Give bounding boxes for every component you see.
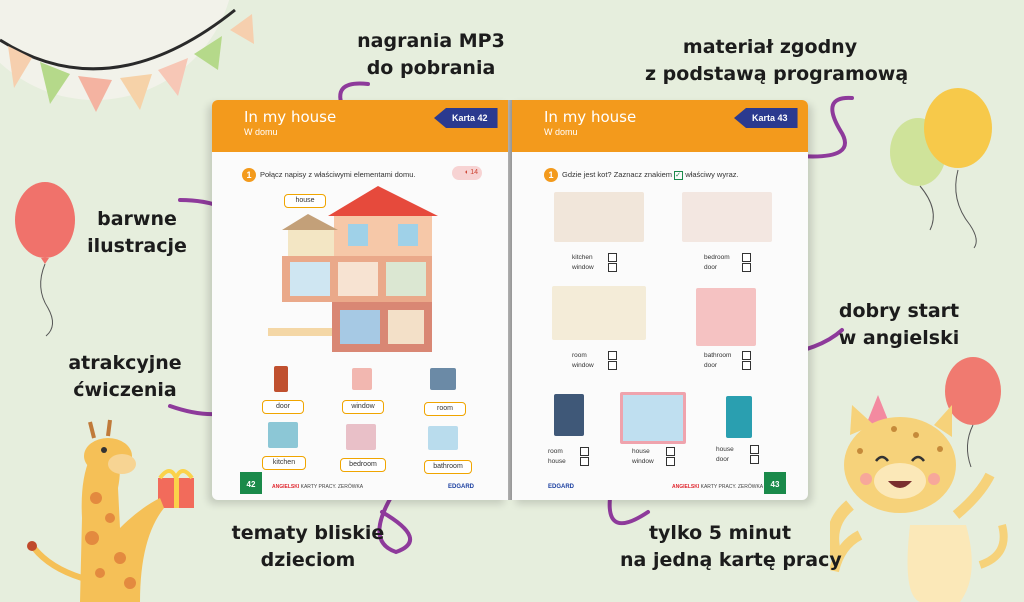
label-door[interactable]: door <box>262 400 304 414</box>
right-exercise-number: 1 <box>544 168 558 182</box>
right-page-subtitle: W domu <box>544 127 578 137</box>
workbook: In my house W domu Karta 42 1 Połącz nap… <box>212 100 812 500</box>
left-instruction: Połącz napisy z właściwymi elementami do… <box>260 170 416 179</box>
left-page-number: 42 <box>240 472 262 494</box>
right-page: In my house W domu Karta 43 1 Gdzie jest… <box>512 100 808 500</box>
pair6-word2: window <box>632 458 654 465</box>
house-scene <box>554 394 584 436</box>
audio-track-badge[interactable]: ◖ 14 <box>452 166 482 180</box>
balloons-right-top <box>890 88 992 249</box>
pair6-checkbox2[interactable] <box>666 457 675 466</box>
right-footer: ANGIELSKI KARTY PRACY. ZERÓWKA <box>672 484 764 490</box>
pair1-checkbox1[interactable] <box>608 253 617 262</box>
pair5-word1: room <box>548 448 563 455</box>
pair6-checkbox1[interactable] <box>666 447 675 456</box>
pair6-word1: house <box>632 448 650 455</box>
kitchen-scene <box>554 192 644 242</box>
pair4-checkbox1[interactable] <box>742 351 751 360</box>
room-thumbnail <box>430 368 456 390</box>
right-brand: EDGARD <box>548 484 575 490</box>
speaker-icon: ◖ <box>464 169 471 176</box>
left-page: In my house W domu Karta 42 1 Połącz nap… <box>212 100 508 500</box>
pair3-word1: room <box>572 352 587 359</box>
label-kitchen[interactable]: kitchen <box>262 456 306 470</box>
audio-track-number: 14 <box>470 169 478 176</box>
bedroom-thumbnail <box>346 424 376 450</box>
giraffe-illustration <box>27 419 194 602</box>
pair3-checkbox2[interactable] <box>608 361 617 370</box>
pair2-checkbox2[interactable] <box>742 263 751 272</box>
balloon-left <box>15 182 75 337</box>
right-karta-badge: Karta 43 <box>734 108 798 128</box>
pair5-checkbox1[interactable] <box>580 447 589 456</box>
label-bathroom[interactable]: bathroom <box>424 460 472 474</box>
kitchen-thumbnail <box>268 422 298 448</box>
pair5-checkbox2[interactable] <box>580 457 589 466</box>
pair5-word2: house <box>548 458 566 465</box>
bedroom-scene <box>682 192 772 242</box>
window-thumbnail <box>352 368 372 390</box>
door-scene <box>726 396 752 438</box>
pair7-word1: house <box>716 446 734 453</box>
checkmark-icon: ✓ <box>674 171 684 180</box>
pair4-word1: bathroom <box>704 352 732 359</box>
pair4-word2: door <box>704 362 718 369</box>
pair7-checkbox2[interactable] <box>750 455 759 464</box>
right-page-title: In my house <box>544 108 637 126</box>
house-illustration <box>268 186 438 352</box>
pair1-checkbox2[interactable] <box>608 263 617 272</box>
bathroom-scene <box>696 288 756 346</box>
label-room[interactable]: room <box>424 402 466 416</box>
right-instruction: Gdzie jest kot? Zaznacz znakiem ✓ właści… <box>562 170 739 180</box>
left-footer: ANGIELSKI KARTY PRACY. ZERÓWKA <box>272 484 364 490</box>
bunting-decoration <box>0 0 254 112</box>
label-bedroom[interactable]: bedroom <box>340 458 386 472</box>
left-karta-badge: Karta 42 <box>434 108 498 128</box>
left-brand: EDGARD <box>448 484 475 490</box>
pair4-checkbox2[interactable] <box>742 361 751 370</box>
bathroom-thumbnail <box>428 426 458 450</box>
living-room-scene <box>552 286 646 340</box>
pair2-word1: bedroom <box>704 254 730 261</box>
left-exercise-number: 1 <box>242 168 256 182</box>
window-scene <box>620 392 686 444</box>
pair2-checkbox1[interactable] <box>742 253 751 262</box>
label-window[interactable]: window <box>342 400 384 414</box>
door-thumbnail <box>274 366 288 392</box>
pair1-word1: kitchen <box>572 254 593 261</box>
pair7-checkbox1[interactable] <box>750 445 759 454</box>
pair7-word2: door <box>716 456 730 463</box>
pair3-word2: window <box>572 362 594 369</box>
cheetah-illustration <box>830 395 1008 602</box>
pair1-word2: window <box>572 264 594 271</box>
left-page-subtitle: W domu <box>244 127 278 137</box>
pair2-word2: door <box>704 264 718 271</box>
right-page-number: 43 <box>764 472 786 494</box>
left-page-title: In my house <box>244 108 337 126</box>
balloon-right-bottom <box>945 357 1001 468</box>
label-house[interactable]: house <box>284 194 326 208</box>
pair3-checkbox1[interactable] <box>608 351 617 360</box>
